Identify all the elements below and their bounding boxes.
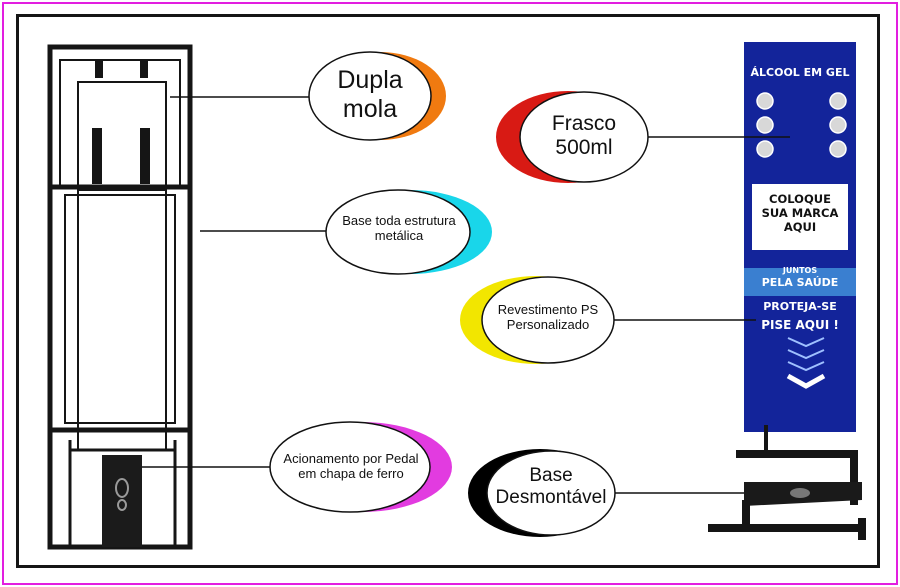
bubble-revestimento	[460, 276, 615, 364]
poster-proteja: PROTEJA-SE	[763, 300, 837, 313]
poster-pise: PISE AQUI !	[761, 318, 839, 332]
arrow-down-icon-main	[786, 373, 826, 389]
hand-wash-icons	[756, 92, 847, 158]
base-bar-bottom	[708, 524, 866, 532]
arrow-down-icons	[787, 337, 825, 372]
hand-icon-5	[829, 116, 847, 134]
hand-icon-3	[756, 140, 774, 158]
poster-brand-text: COLOQUE SUA MARCA AQUI	[761, 192, 839, 234]
callout-frasco: Frasco 500ml	[551, 112, 617, 160]
base-logo-icon	[790, 488, 810, 498]
poster-brand-box	[752, 184, 848, 250]
callout-acionamento: Acionamento por Pedal em chapa de ferro	[283, 451, 419, 481]
base-bar-top	[736, 450, 856, 458]
poster-title: ÁLCOOL EM GEL	[750, 66, 850, 79]
bracket-left	[92, 128, 102, 184]
bubble-acionamento	[269, 421, 452, 513]
poster-health-band	[744, 268, 856, 296]
bubble-frasco	[496, 91, 649, 183]
base-bar-right	[850, 450, 858, 505]
poster-juntos: JUNTOS	[782, 266, 818, 275]
stand-upper-inner	[59, 59, 181, 187]
callout-revestimento: Revestimento PS Personalizado	[497, 302, 599, 332]
hand-icon-4	[829, 92, 847, 110]
hand-icon-6	[829, 140, 847, 158]
poster-post	[764, 425, 768, 457]
callout-dupla-mola: Dupla mola	[337, 66, 403, 123]
connector-lines	[142, 96, 790, 494]
hand-icon-1	[756, 92, 774, 110]
bubble-dupla-mola	[308, 51, 446, 141]
base-bar-left	[742, 500, 750, 532]
bubble-base-estrutura	[325, 189, 492, 275]
bracket-right	[140, 128, 150, 184]
stand-middle-inner	[64, 194, 176, 424]
spring-right-top	[140, 60, 148, 78]
callout-base-estrutura: Base toda estrutura metálica	[342, 213, 456, 243]
poster-pela-saude: PELA SAÚDE	[761, 276, 839, 289]
callout-base-desmontavel: Base Desmontável	[495, 465, 607, 508]
base-bar-foot	[858, 518, 866, 540]
footprint-icon	[115, 478, 129, 511]
spring-frame	[77, 81, 167, 191]
bubble-base-desmontavel	[468, 449, 616, 537]
spring-left-top	[95, 60, 103, 78]
hand-icon-2	[756, 116, 774, 134]
